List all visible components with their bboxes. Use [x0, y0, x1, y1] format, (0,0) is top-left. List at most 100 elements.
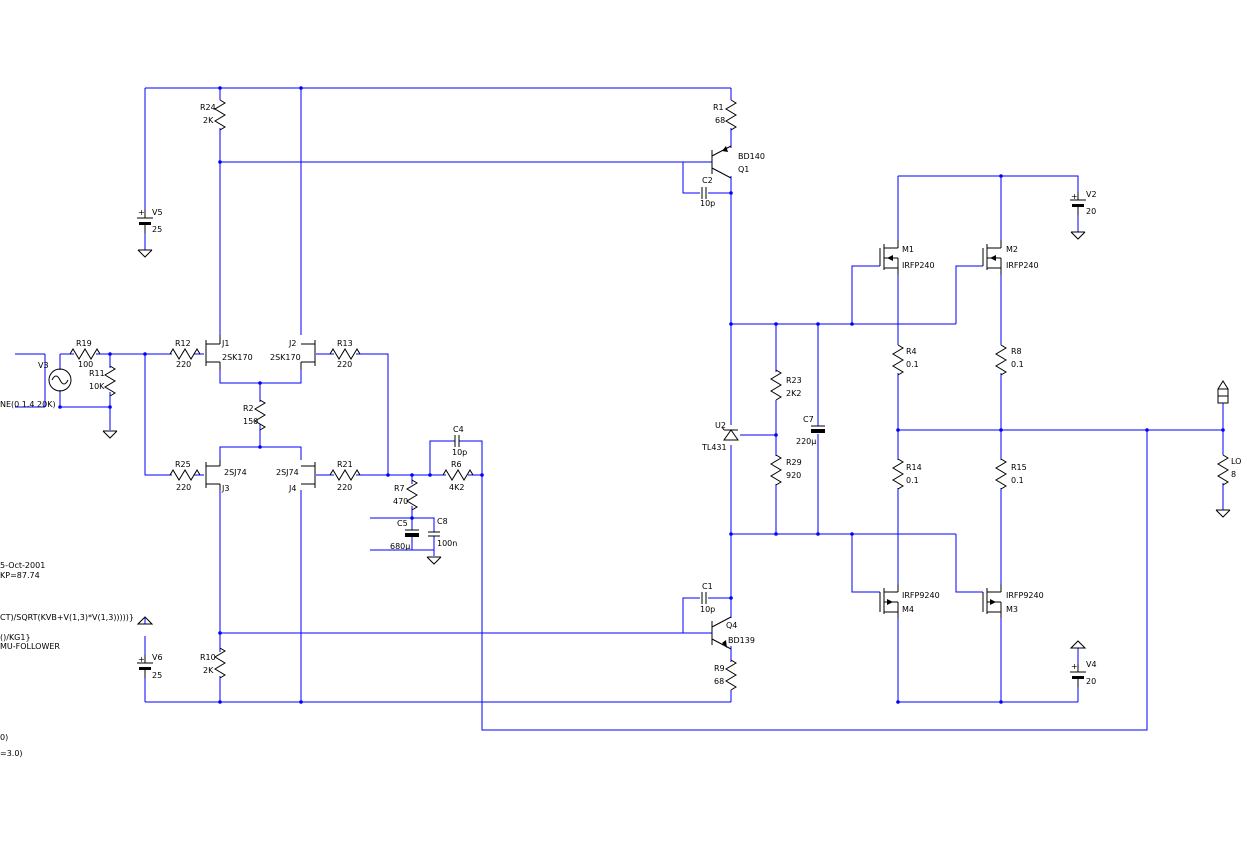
svg-text:IRFP240: IRFP240 [1006, 261, 1039, 270]
svg-text:V6: V6 [152, 653, 163, 662]
svg-text:25: 25 [152, 225, 162, 234]
svg-text:2SJ74: 2SJ74 [224, 468, 247, 477]
svg-text:R19: R19 [76, 339, 92, 348]
svg-text:20: 20 [1086, 677, 1096, 686]
svg-text:C4: C4 [453, 425, 464, 434]
svg-text:0.1: 0.1 [1011, 476, 1024, 485]
svg-text:10p: 10p [700, 605, 715, 614]
svg-text:0.1: 0.1 [906, 476, 919, 485]
svg-text:470: 470 [393, 497, 408, 506]
svg-text:C8: C8 [437, 517, 448, 526]
svg-text:R23: R23 [786, 376, 802, 385]
svg-text:R12: R12 [175, 339, 191, 348]
svg-text:R6: R6 [451, 460, 462, 469]
svg-text:R25: R25 [175, 460, 191, 469]
svg-text:IRFP240: IRFP240 [902, 261, 935, 270]
side-text-kp: KP=87.74 [0, 571, 40, 580]
resistor-LO: LO 8 [1217, 454, 1241, 486]
svg-text:V3: V3 [38, 361, 49, 370]
svg-text:220: 220 [176, 360, 191, 369]
svg-text:R7: R7 [394, 484, 405, 493]
side-text-mu-follower: MU-FOLLOWER [0, 642, 60, 651]
svg-text:0.1: 0.1 [906, 360, 919, 369]
svg-text:C1: C1 [702, 582, 713, 591]
ground-symbols [102, 430, 1231, 565]
svg-text:LO: LO [1231, 457, 1241, 466]
svg-text:J3: J3 [221, 484, 229, 493]
svg-text:+: + [1071, 662, 1078, 671]
battery-V2: + V2 20 [1069, 190, 1097, 240]
svg-text:100: 100 [78, 360, 93, 369]
svg-text:8: 8 [1231, 470, 1236, 479]
resistor-R19: R19 100 [69, 339, 101, 369]
svg-text:20: 20 [1086, 207, 1096, 216]
battery-V4: + V4 20 [1069, 640, 1097, 688]
svg-text:J4: J4 [288, 484, 296, 493]
svg-text:10K: 10K [89, 382, 105, 391]
svg-text:+: + [138, 208, 145, 217]
jfet-J2: J2 2SK170 [270, 339, 316, 370]
svg-text:+: + [138, 655, 145, 664]
svg-text:V4: V4 [1086, 660, 1097, 669]
svg-text:IRFP9240: IRFP9240 [1006, 591, 1044, 600]
svg-text:R29: R29 [786, 458, 802, 467]
svg-text:IRFP9240: IRFP9240 [902, 591, 940, 600]
svg-text:68: 68 [715, 116, 725, 125]
svg-text:NE(0 1.4 20K): NE(0 1.4 20K) [0, 400, 56, 409]
svg-text:R24: R24 [200, 103, 216, 112]
svg-text:10p: 10p [700, 199, 715, 208]
side-text-formula: CT)/SQRT(KVB+V(1,3)*V(1,3)))))} [0, 613, 135, 622]
svg-text:M2: M2 [1006, 245, 1018, 254]
svg-text:220: 220 [337, 483, 352, 492]
svg-text:TL431: TL431 [701, 443, 727, 452]
junction-dots [58, 86, 1225, 704]
resistor-R4: R40.1 [892, 344, 919, 376]
svg-text:220: 220 [337, 360, 352, 369]
side-text-kg1: ()/KG1} [0, 633, 31, 642]
wires [15, 87, 1224, 731]
svg-text:V2: V2 [1086, 190, 1097, 199]
svg-text:Q4: Q4 [726, 621, 737, 630]
svg-text:C7: C7 [803, 415, 814, 424]
svg-text:J2: J2 [288, 339, 296, 348]
svg-text:2SK170: 2SK170 [222, 353, 253, 362]
svg-text:M4: M4 [902, 605, 914, 614]
svg-text:+: + [1071, 192, 1078, 201]
svg-text:2SK170: 2SK170 [270, 353, 301, 362]
svg-text:R2: R2 [243, 404, 254, 413]
svg-text:M1: M1 [902, 245, 914, 254]
svg-text:920: 920 [786, 471, 801, 480]
svg-text:R1: R1 [713, 103, 724, 112]
svg-text:0.1: 0.1 [1011, 360, 1024, 369]
capacitor-C1: C1 10p [700, 582, 715, 614]
speaker-icon [1217, 380, 1229, 410]
side-text-paren-0: 0) [0, 733, 9, 742]
ac-source-V3: V3 NE(0 1.4 20K) [0, 361, 72, 409]
svg-text:BD140: BD140 [738, 152, 765, 161]
svg-text:M3: M3 [1006, 605, 1018, 614]
svg-text:BD139: BD139 [728, 636, 755, 645]
svg-text:680µ: 680µ [390, 542, 410, 551]
svg-text:220: 220 [176, 483, 191, 492]
svg-text:R8: R8 [1011, 347, 1022, 356]
svg-text:R14: R14 [906, 463, 922, 472]
svg-text:100n: 100n [437, 539, 457, 548]
svg-text:10p: 10p [452, 448, 467, 457]
